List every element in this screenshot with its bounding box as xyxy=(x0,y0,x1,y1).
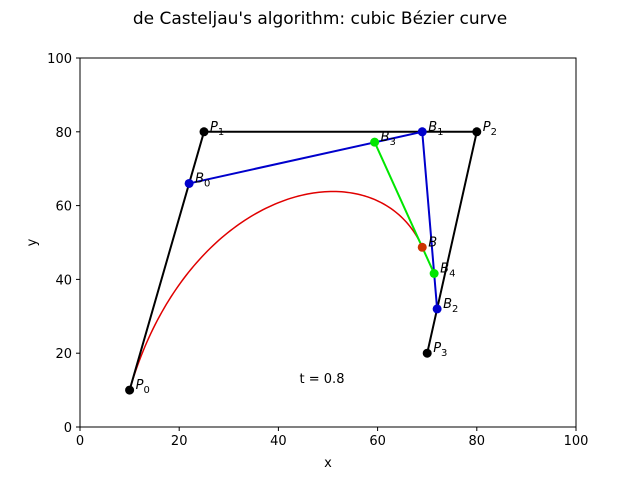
point-marker xyxy=(417,127,427,137)
point-label: B4 xyxy=(440,261,455,279)
point-label: B0 xyxy=(195,171,210,189)
point-marker xyxy=(472,127,482,137)
x-axis: 0 20 40 60 80 100 xyxy=(76,427,589,449)
point-label: B1 xyxy=(428,120,443,138)
level2-line xyxy=(373,141,436,274)
point-label-subscript: 4 xyxy=(449,268,455,279)
point-marker xyxy=(417,242,427,252)
x-tick-label: 40 xyxy=(270,434,287,449)
point-marker xyxy=(432,304,442,314)
x-tick-label: 100 xyxy=(564,434,589,449)
point-label-base: B xyxy=(428,235,437,250)
level1-line xyxy=(188,130,439,310)
point-marker xyxy=(184,178,194,188)
point-label: P2 xyxy=(483,120,497,138)
x-axis-label: x xyxy=(324,456,332,471)
point-label: B xyxy=(428,235,437,250)
marker-layer xyxy=(125,127,482,395)
x-tick-label: 60 xyxy=(369,434,386,449)
control-polygon-line xyxy=(128,130,478,391)
point-marker xyxy=(125,385,135,395)
point-marker xyxy=(422,348,432,358)
point-label-subscript: 0 xyxy=(143,385,149,396)
point-label-subscript: 1 xyxy=(218,127,224,138)
point-label: P3 xyxy=(433,341,447,359)
point-label: B3 xyxy=(381,130,396,148)
x-tick-label: 0 xyxy=(76,434,84,449)
point-label-subscript: 2 xyxy=(452,304,458,315)
chart-title: de Casteljau's algorithm: cubic Bézier c… xyxy=(133,9,507,29)
t-value-annotation: t = 0.8 xyxy=(300,372,345,387)
y-tick-label: 20 xyxy=(55,347,72,362)
point-label-subscript: 0 xyxy=(204,178,210,189)
x-tick-label: 20 xyxy=(171,434,188,449)
point-label-base: B xyxy=(381,130,390,145)
point-label-base: B xyxy=(443,297,452,312)
point-label: P0 xyxy=(136,378,150,396)
point-label-base: B xyxy=(195,171,204,186)
bezier-curve-line xyxy=(128,190,424,391)
point-marker xyxy=(199,127,209,137)
point-marker xyxy=(429,268,439,278)
y-tick-label: 60 xyxy=(55,200,72,215)
point-label-subscript: 3 xyxy=(441,348,447,359)
y-tick-label: 80 xyxy=(55,126,72,141)
point-label: B2 xyxy=(443,297,458,315)
point-label-base: B xyxy=(440,261,449,276)
point-label-subscript: 2 xyxy=(491,127,497,138)
point-label-base: P xyxy=(136,378,144,393)
y-tick-label: 100 xyxy=(47,52,72,67)
point-label-base: P xyxy=(433,341,441,356)
x-tick-label: 80 xyxy=(469,434,486,449)
y-tick-label: 0 xyxy=(64,421,72,436)
plot-frame xyxy=(79,57,577,428)
point-label-subscript: 3 xyxy=(390,137,396,148)
y-axis: 0 20 40 60 80 100 xyxy=(47,52,80,436)
point-label-base: B xyxy=(428,120,437,135)
point-label-base: P xyxy=(483,120,491,135)
point-marker xyxy=(370,137,380,147)
point-label-subscript: 1 xyxy=(437,127,443,138)
y-axis-label: y xyxy=(25,238,40,246)
point-label: P1 xyxy=(210,120,224,138)
y-tick-label: 40 xyxy=(55,273,72,288)
point-label-base: P xyxy=(210,120,218,135)
